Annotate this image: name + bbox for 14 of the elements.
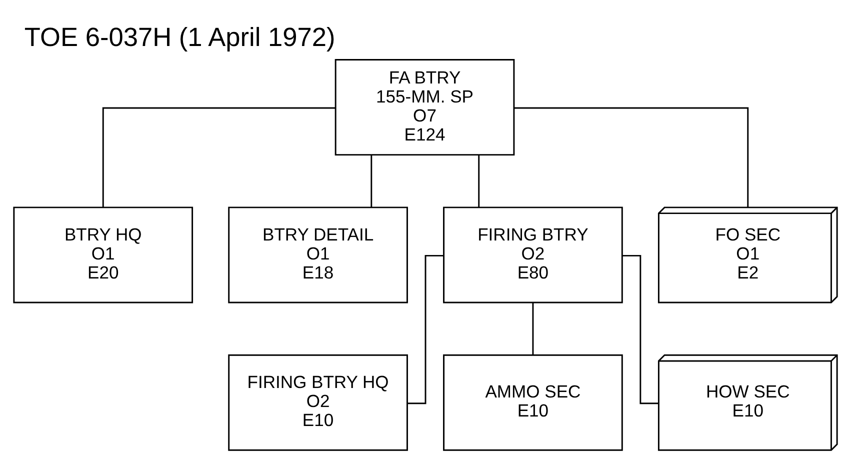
node-box: BTRY HQ O1 E20 [13, 206, 194, 303]
connector [478, 154, 480, 207]
connector [514, 106, 749, 207]
node-box: FIRING BTRY HQ O2 E10 [228, 354, 408, 450]
node-box: FA BTRY 155-MM. SP O7 E124 [334, 58, 515, 156]
diagram-title: TOE 6-037H (1 April 1972) [24, 21, 336, 52]
node-box: AMMO SEC E10 [443, 354, 623, 450]
connector [102, 106, 336, 207]
node-box: FIRING BTRY O2 E80 [443, 206, 623, 303]
connector [532, 302, 534, 354]
connector [622, 254, 659, 404]
connector [370, 154, 372, 207]
node-box: BTRY DETAIL O1 E18 [228, 206, 408, 303]
connector [407, 254, 444, 404]
